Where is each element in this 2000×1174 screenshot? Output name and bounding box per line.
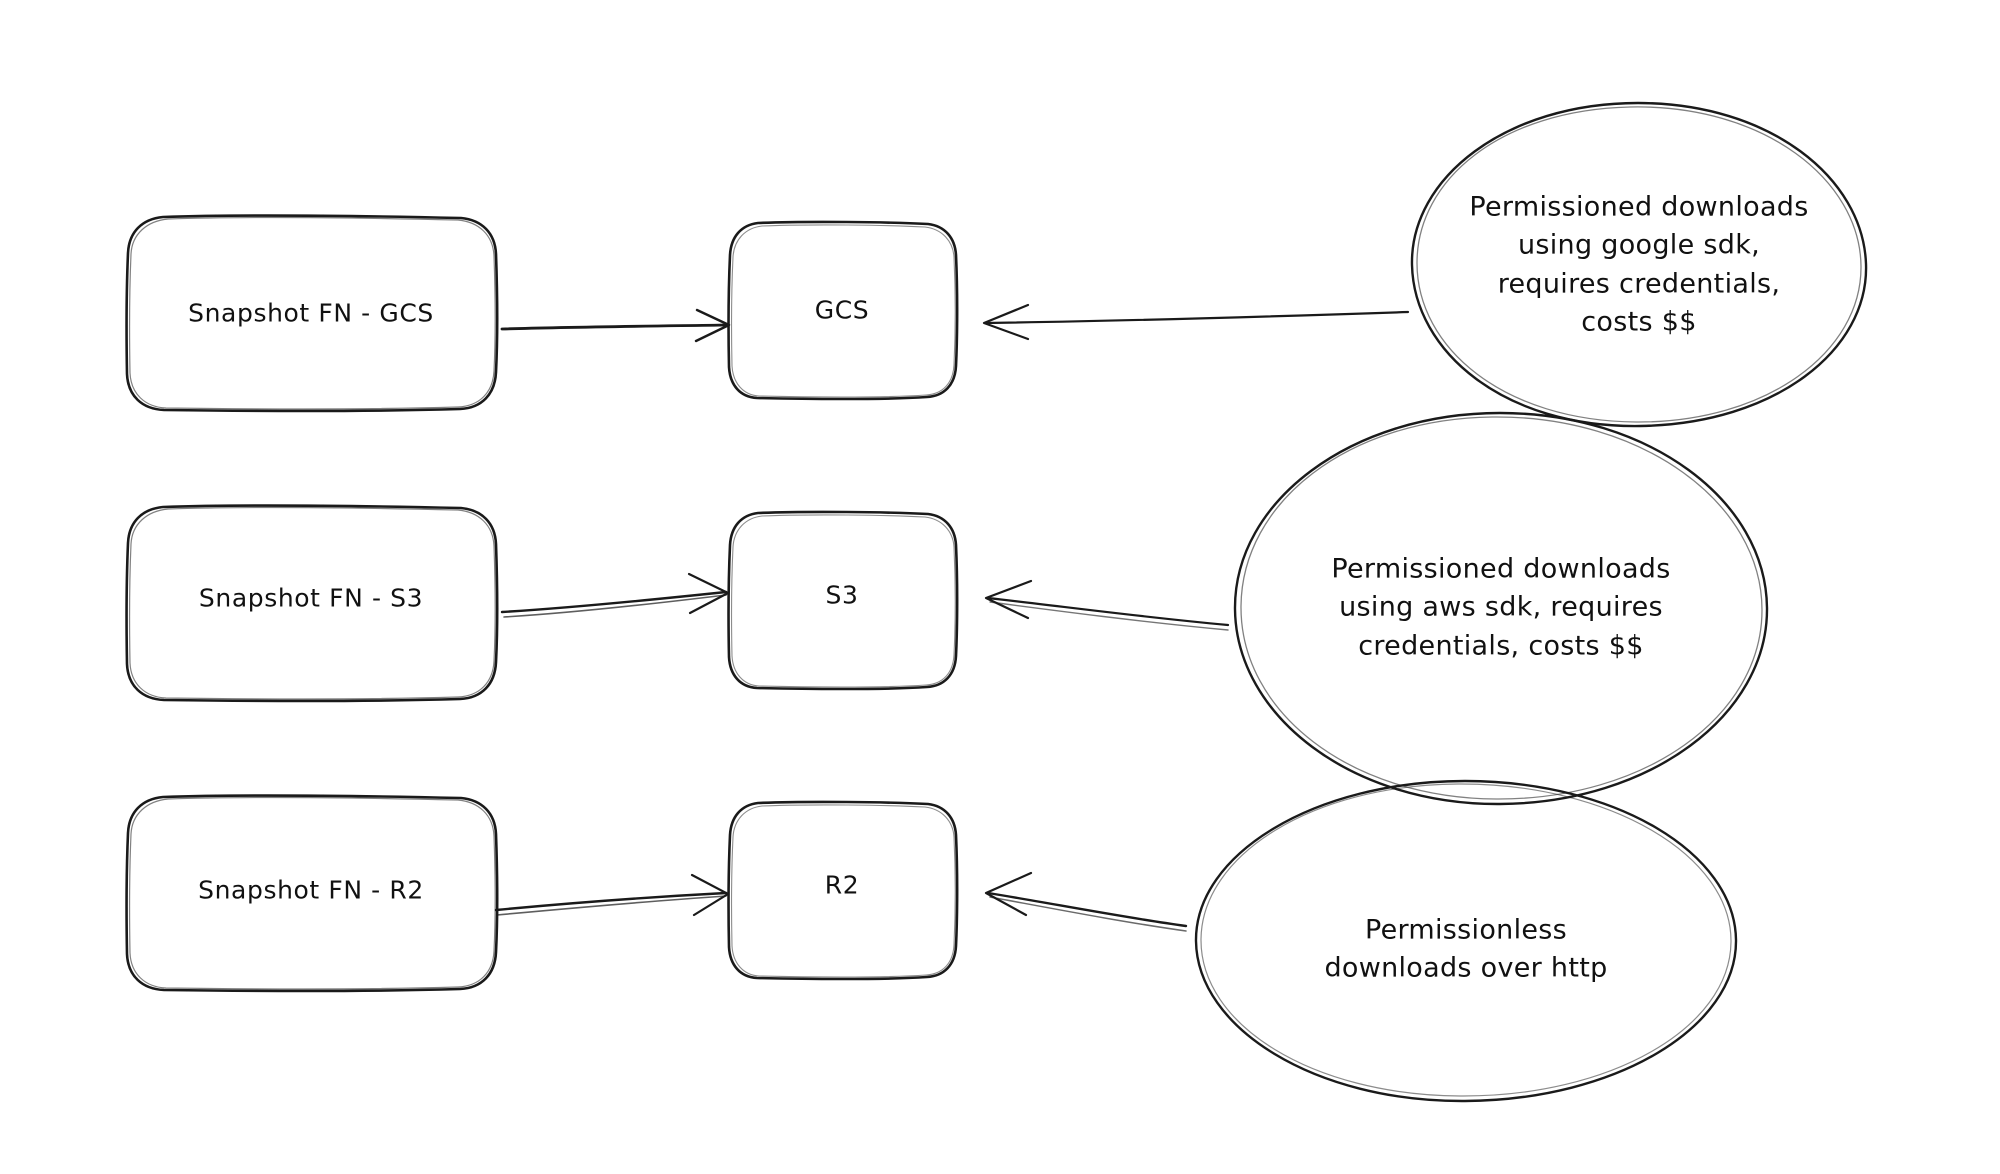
node-shape-s3[interactable] bbox=[727, 510, 959, 691]
edge-snapshot-s3-to-s3[interactable] bbox=[500, 572, 730, 618]
edge-note-gcs-to-gcs[interactable] bbox=[982, 303, 1410, 341]
node-note-r2[interactable] bbox=[1195, 780, 1737, 1102]
edge-snapshot-gcs-to-gcs[interactable] bbox=[500, 308, 731, 343]
node-s3[interactable] bbox=[729, 512, 957, 689]
node-r2[interactable] bbox=[729, 802, 957, 979]
edge-note-s3-to-s3[interactable] bbox=[984, 579, 1230, 631]
edge-snapshot-r2-to-r2[interactable] bbox=[494, 873, 730, 917]
node-shape-gcs[interactable] bbox=[727, 220, 959, 401]
node-shape-r2[interactable] bbox=[727, 800, 959, 981]
edge-note-r2-to-r2[interactable] bbox=[984, 871, 1188, 932]
node-shape-snapshot-fn-r2[interactable] bbox=[125, 794, 499, 993]
node-shape-note-gcs[interactable] bbox=[1410, 101, 1868, 428]
node-shape-note-s3[interactable] bbox=[1233, 411, 1769, 806]
node-note-s3[interactable] bbox=[1234, 412, 1768, 805]
node-snapshot-fn-gcs[interactable] bbox=[127, 216, 497, 411]
node-snapshot-fn-s3[interactable] bbox=[127, 506, 497, 701]
node-shape-note-r2[interactable] bbox=[1194, 779, 1738, 1103]
node-snapshot-fn-r2[interactable] bbox=[127, 796, 497, 991]
node-shape-snapshot-fn-s3[interactable] bbox=[125, 504, 499, 703]
node-shape-snapshot-fn-gcs[interactable] bbox=[125, 214, 499, 413]
node-note-gcs[interactable] bbox=[1412, 102, 1867, 428]
node-gcs[interactable] bbox=[729, 222, 957, 399]
